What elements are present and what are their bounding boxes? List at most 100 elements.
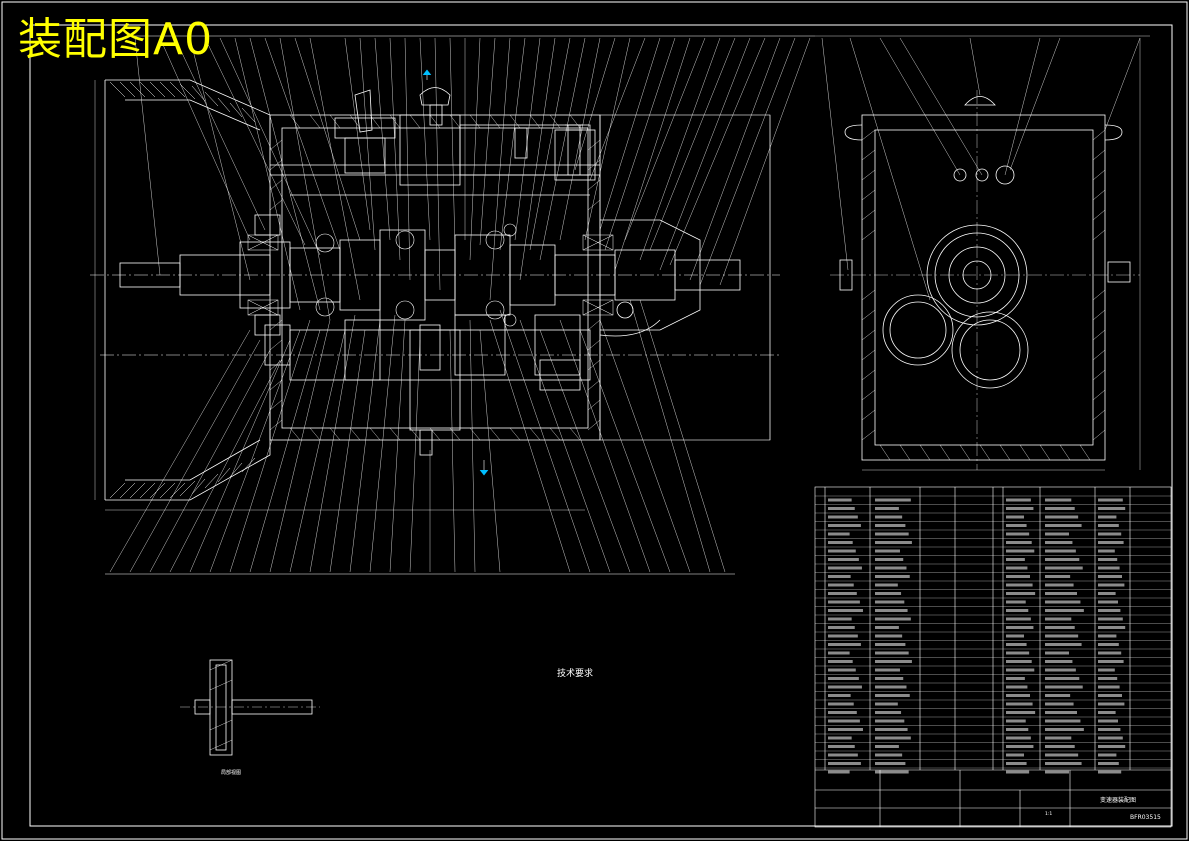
parts-list-cell-text [1045,524,1082,527]
inner-frame [29,24,1173,827]
parts-list-cell-text [1098,549,1115,553]
parts-list-cell-text [875,626,899,629]
parts-list-cell-text [1006,532,1030,536]
parts-list-cell-text [828,507,855,510]
parts-list-cell-text [1006,609,1029,612]
parts-list-cell-text [828,600,860,604]
leader-lines-bottom [109,299,726,573]
parts-list-cell-text [828,498,852,502]
parts-list-cell-text [1045,532,1069,536]
parts-list-cell-text [1006,566,1028,570]
parts-list-cell-text [875,770,909,774]
parts-list-cell-text [875,507,899,510]
parts-list-cell-text [1006,507,1034,510]
parts-list-cell-text [1098,609,1121,612]
parts-list-cell-text [1098,617,1123,621]
parts-list-cell-text [1006,558,1025,561]
parts-list-cell-text [828,515,858,519]
parts-list-cell-text [1006,753,1024,757]
parts-list-cell-marks [828,498,1126,774]
parts-list-cell-text [828,626,855,629]
parts-list-cell-text [1098,566,1120,570]
parts-list-cell-text [1098,677,1118,680]
parts-list-cell-text [828,566,862,570]
parts-list-cell-text [1045,634,1079,638]
parts-list-cell-text [1006,660,1032,663]
parts-list-cell-text [875,651,909,655]
parts-list-cell-text [1098,770,1122,774]
parts-list-cell-text [875,549,900,553]
parts-list-rows [815,495,1171,769]
parts-list-cell-text [1045,694,1071,697]
parts-list-cell-text [1098,498,1123,502]
parts-list-cell-text [828,762,861,765]
parts-list-cell-text [828,711,857,714]
parts-list-cell-text [828,524,861,527]
parts-list-cell-text [1098,719,1118,723]
technical-requirements-title: 技术要求 [557,669,594,679]
parts-list-cell-text [1045,617,1072,621]
parts-list-cell-text [875,515,903,519]
parts-list-cell-text [828,685,862,689]
parts-list-cell-text [1006,600,1026,604]
parts-list-cell-text [828,660,853,663]
parts-list-cell-text [828,753,858,757]
parts-list-cell-text [828,668,856,672]
parts-list-cell-text [1006,592,1036,595]
parts-list-cell-text [1045,719,1081,723]
parts-list-cell-text [875,711,902,714]
parts-list-cell-text [1098,600,1118,604]
leader-lines-top [134,37,811,321]
parts-list-cell-text [1045,770,1069,774]
parts-list-cell-text [828,719,860,723]
parts-list-cell-text [1045,643,1082,646]
parts-list-cell-text [1006,694,1030,697]
parts-list-cell-text [1045,541,1073,544]
parts-list-cell-text [1006,626,1034,629]
parts-list-cell-text [1098,685,1120,689]
side-section-view [830,90,1140,471]
parts-list-cell-text [875,719,905,723]
parts-list-cell-text [1045,677,1080,680]
parts-list-cell-text [1006,643,1027,646]
parts-list-cell-text [1006,762,1027,765]
parts-list-cell-text [875,592,902,595]
parts-list-cell-text [1045,558,1080,561]
parts-list-cell-text [1045,600,1081,604]
parts-list-cell-text [875,643,906,646]
parts-list-cell-text [1006,736,1031,740]
parts-list-cell-text [828,634,858,638]
title-block-scale: 1:1 [1045,812,1053,817]
parts-list-cell-text [1098,711,1116,714]
parts-list-cell-text [828,549,856,553]
parts-list-cell-text [1098,745,1126,748]
parts-list-cell-text [1098,651,1122,655]
parts-list-cell-text [875,702,898,706]
parts-list-cell-text [875,609,908,612]
parts-list-cell-text [1006,583,1033,587]
parts-list-cell-text [1006,668,1035,672]
parts-list-cell-text [828,592,857,595]
parts-list-cell-text [875,736,911,740]
parts-list-cell-text [1006,549,1035,553]
parts-list-cell-text [828,694,851,697]
parts-list-cell-text [828,609,863,612]
parts-list-cell-text [1006,719,1026,723]
parts-list-cell-text [1006,745,1034,748]
parts-list-cell-text [1045,736,1072,740]
parts-list-cell-text [875,575,910,578]
title-block-drawing-number: BFR03515 [1130,814,1161,821]
parts-list-cell-text [875,524,906,527]
parts-list-cell-text [875,685,907,689]
parts-list-cell-text [875,617,911,621]
parts-list-cell-text [1045,711,1077,714]
title-block-drawing-name: 变速器装配图 [1100,797,1137,804]
parts-list-cell-text [1045,626,1075,629]
parts-list-cell-text [828,651,850,655]
main-section-view [90,69,780,511]
parts-list-cell-text [828,702,854,706]
parts-list-cell-text [1098,736,1123,740]
parts-list-cell-text [1045,702,1074,706]
parts-list-cell-text [1006,702,1033,706]
